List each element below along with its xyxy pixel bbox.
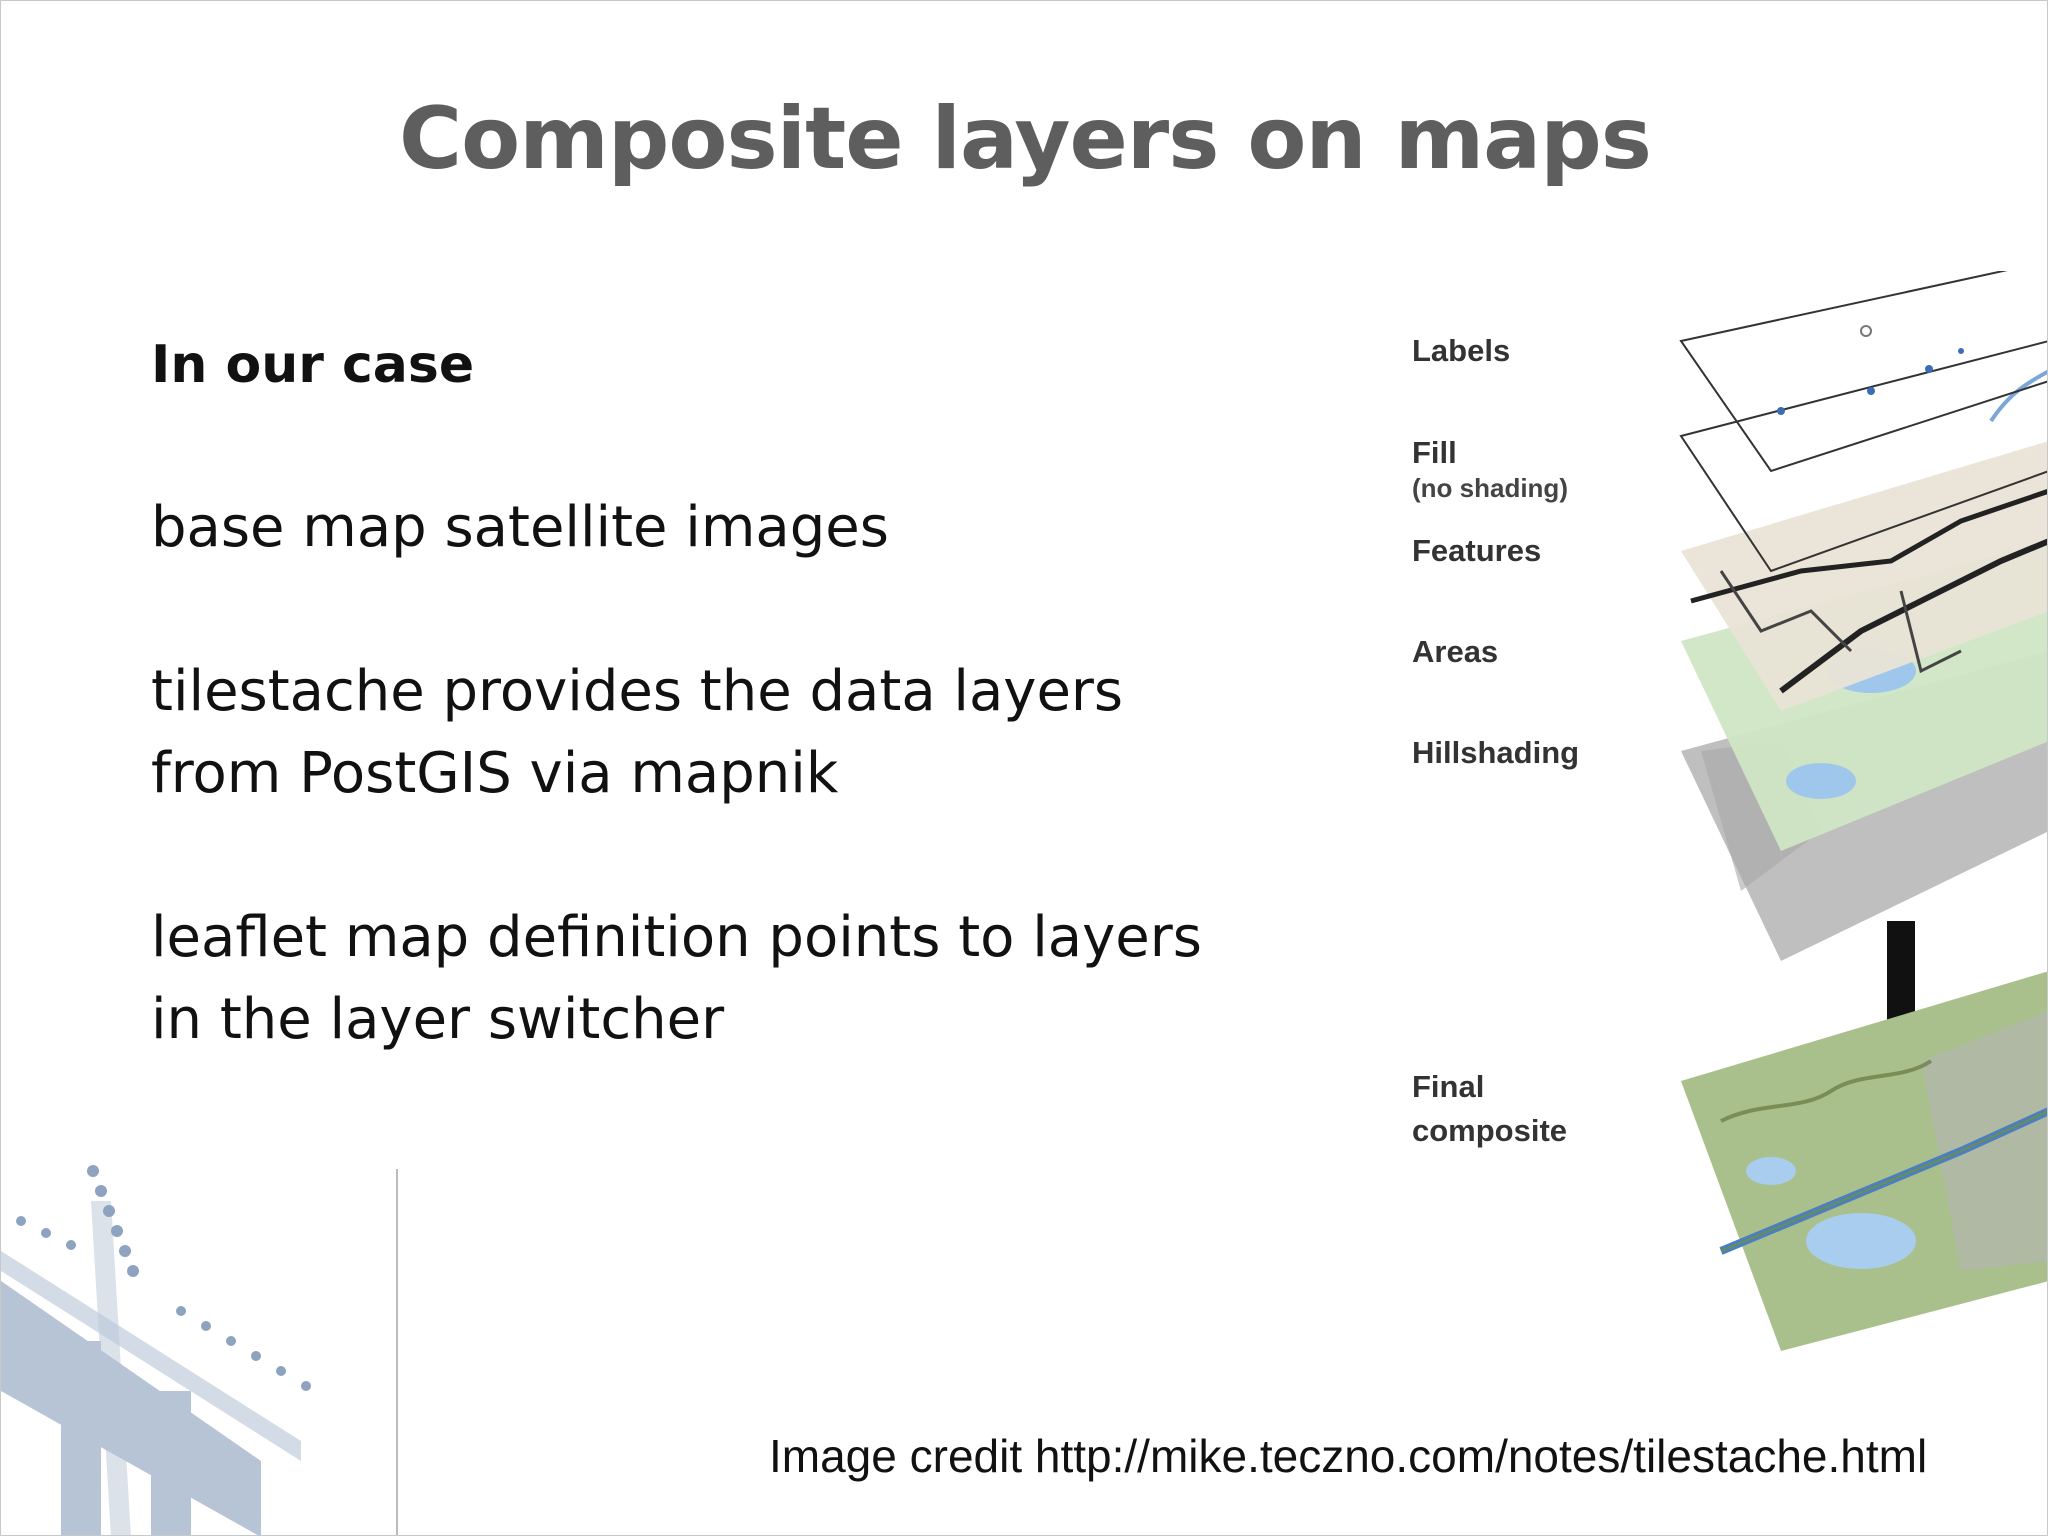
bridge-watermark-graphic (1, 1165, 398, 1535)
text-block-leaflet: leaflet map definition points to layers … (151, 897, 1202, 1061)
figure-label-labels: Labels (1412, 333, 1511, 368)
figure-label-features: Features (1412, 533, 1542, 568)
text-line-postgis: from PostGIS via mapnik (151, 741, 839, 806)
figure-label-fill-title: Fill (1412, 435, 1457, 470)
figure-label-areas: Areas (1412, 634, 1499, 669)
figure-label-hillshading: Hillshading (1412, 735, 1580, 770)
figure-label-final-line2: composite (1412, 1113, 1568, 1148)
text-line-tilestache: tilestache provides the data layers (151, 659, 1124, 724)
labels-layer (1679, 271, 2047, 473)
features-layer (1681, 441, 2047, 711)
text-line-base-map: base map satellite images (151, 495, 889, 560)
slide-title: Composite layers on maps (399, 89, 1652, 189)
image-credit: Image credit http://mike.teczno.com/note… (769, 1430, 1928, 1482)
text-line-leaflet: leaflet map definition points to layers (151, 905, 1202, 970)
fill-layer (1679, 340, 2047, 573)
figure-label-fill-note: (no shading) (1412, 473, 1568, 503)
figure-label-fill: Fill (no shading) (1412, 431, 1568, 501)
section-heading: In our case (151, 335, 475, 395)
map-layer-stack-illustration (1679, 271, 2047, 1351)
text-line-layer-switcher: in the layer switcher (151, 987, 725, 1052)
text-block-tilestache: tilestache provides the data layers from… (151, 651, 1123, 815)
figure-label-final: Final composite (1412, 1065, 1567, 1153)
figure-label-final-line1: Final (1412, 1069, 1485, 1104)
